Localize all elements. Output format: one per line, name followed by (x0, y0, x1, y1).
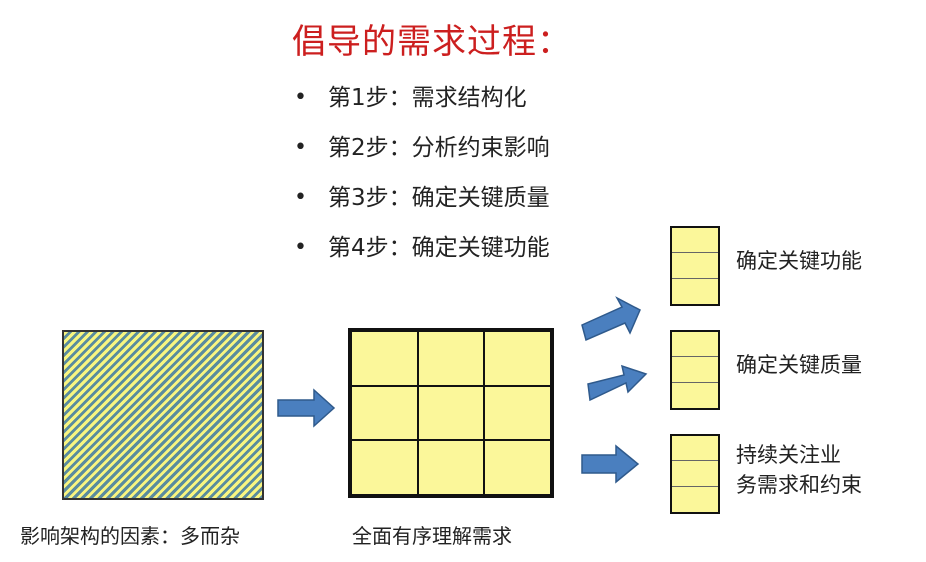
grid-cell (351, 331, 418, 386)
step-text: 第4步：确定关键功能 (328, 235, 550, 261)
grid-cell (484, 440, 551, 495)
caption-chaotic-factors: 影响架构的因素：多而杂 (20, 524, 240, 548)
bullet: • (294, 185, 307, 210)
step-text: 第1步：需求结构化 (328, 85, 527, 111)
grid-cell (484, 385, 551, 441)
step-item: • 第1步：需求结构化 (294, 76, 550, 126)
step-item: • 第4步：确定关键功能 (294, 226, 550, 276)
arrow-icon (581, 296, 641, 342)
arrow-icon (277, 388, 336, 428)
output-label-functions: 确定关键功能 (736, 249, 862, 273)
grid-cell (417, 331, 485, 386)
caption-structured-understanding: 全面有序理解需求 (352, 524, 512, 548)
page-title: 倡导的需求过程： (292, 22, 572, 62)
structured-requirements-grid (348, 328, 554, 498)
chaotic-factors-box (62, 330, 264, 500)
output-stack-quality (670, 330, 720, 410)
grid-cell (417, 385, 485, 441)
output-label-quality: 确定关键质量 (736, 353, 862, 377)
grid-cell (484, 331, 551, 386)
grid-cell (351, 385, 418, 441)
step-item: • 第2步：分析约束影响 (294, 126, 550, 176)
bullet: • (294, 235, 307, 260)
step-text: 第2步：分析约束影响 (328, 135, 550, 161)
bullet: • (294, 135, 307, 160)
step-item: • 第3步：确定关键质量 (294, 176, 550, 226)
grid-cell (417, 440, 485, 495)
output-stack-business (670, 434, 720, 514)
bullet: • (294, 85, 307, 110)
output-stack-functions (670, 226, 720, 306)
grid-cell (351, 440, 418, 495)
arrow-icon (587, 364, 648, 402)
output-label-business: 持续关注业 务需求和约束 (736, 443, 862, 497)
step-text: 第3步：确定关键质量 (328, 185, 550, 211)
arrow-icon (581, 444, 640, 484)
step-list: • 第1步：需求结构化 • 第2步：分析约束影响 • 第3步：确定关键质量 • 第4步：… (294, 76, 550, 276)
